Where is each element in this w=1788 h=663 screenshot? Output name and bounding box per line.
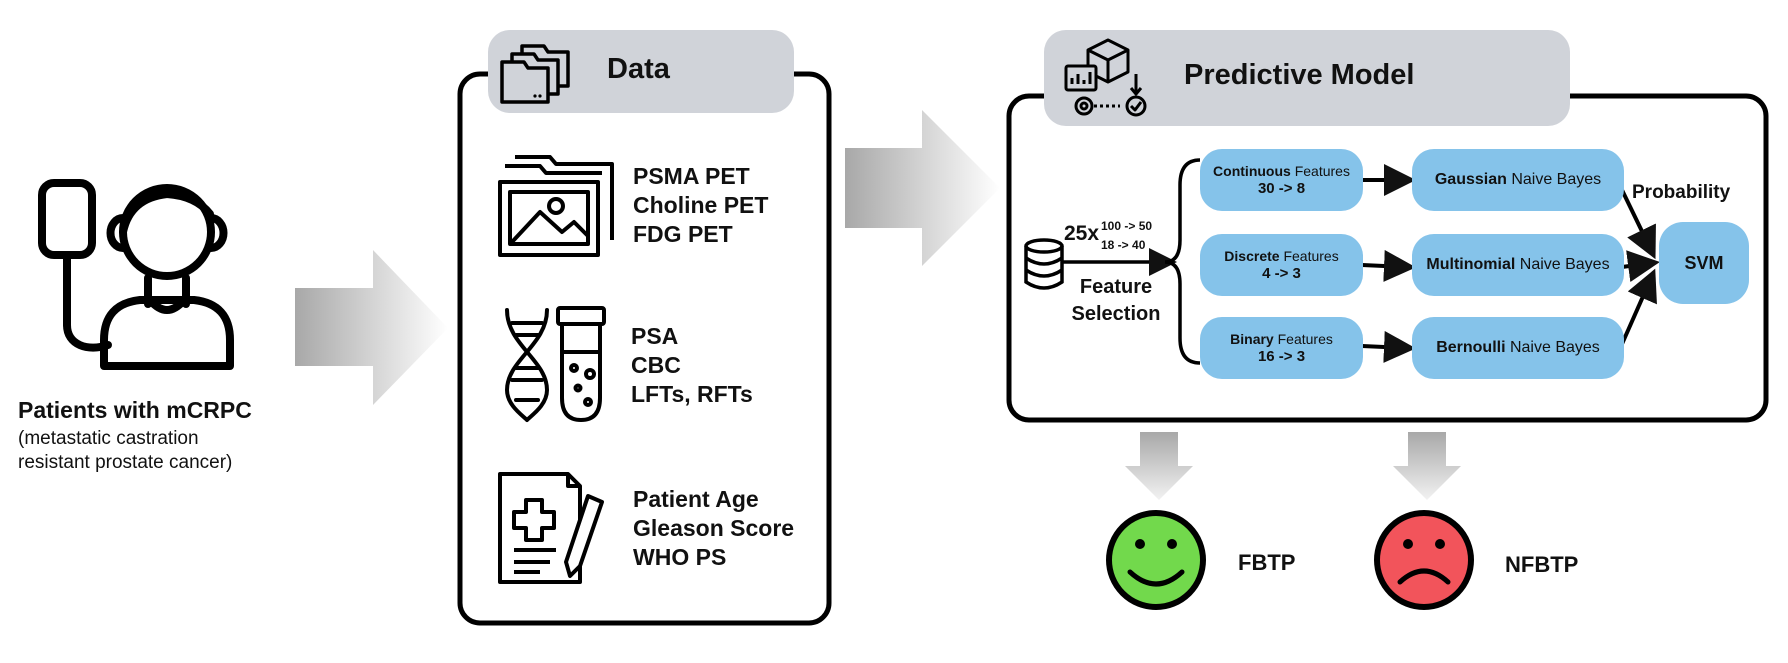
ratio-label-1: 100 -> 50	[1101, 219, 1153, 233]
data-group-clinical: Patient Age Gleason Score WHO PS	[633, 485, 794, 572]
patients-title: Patients with mCRPC	[18, 397, 252, 423]
feature-pill-discrete: Discrete Features 4 -> 3	[1200, 234, 1363, 296]
dna-test-tube-icon	[504, 306, 606, 423]
classifier-pill-gaussian: Gaussian Naive Bayes	[1412, 149, 1624, 211]
data-item: PSA	[631, 323, 679, 349]
outcome-label-fbtp: FBTP	[1238, 550, 1296, 575]
data-group-imaging: PSMA PET Choline PET FDG PET	[633, 162, 768, 249]
medical-record-icon	[498, 472, 604, 584]
data-item: Gleason Score	[633, 515, 795, 541]
classifier-pill-multinomial: Multinomial Naive Bayes	[1412, 234, 1624, 296]
ratio-label-2: 18 -> 40	[1101, 238, 1146, 252]
data-item: CBC	[631, 352, 681, 378]
classifier-pill-bernoulli: Bernoulli Naive Bayes	[1412, 317, 1624, 379]
probability-label: Probability	[1632, 182, 1731, 203]
feature-pill-binary: Binary Features 16 -> 3	[1200, 317, 1363, 379]
model-panel-title: Predictive Model	[1184, 59, 1415, 91]
flow-arrow-2	[845, 110, 1000, 266]
patients-subtitle-line1: (metastatic castration	[18, 428, 199, 449]
outcome-label-nfbtp: NFBTP	[1505, 552, 1579, 577]
down-arrow-2	[1393, 432, 1461, 500]
image-folder-icon	[498, 155, 614, 257]
model-panel-border	[1006, 93, 1769, 423]
data-item: WHO PS	[633, 544, 727, 570]
data-item: LFTs, RFTs	[631, 381, 753, 407]
down-arrow-1	[1125, 432, 1193, 500]
data-item: Choline PET	[633, 192, 769, 218]
data-item: FDG PET	[633, 221, 733, 247]
repeat-label: 25x	[1064, 222, 1100, 245]
data-group-labs: PSA CBC LFTs, RFTs	[631, 322, 753, 409]
flow-arrow-1	[295, 250, 448, 405]
data-panel-title: Data	[607, 53, 670, 85]
svm-pill: SVM	[1659, 222, 1749, 304]
database-icon	[1024, 238, 1064, 290]
feature-pill-continuous: Continuous Features 30 -> 8	[1200, 149, 1363, 211]
feature-brace	[1164, 158, 1201, 365]
sad-face-icon	[1374, 510, 1474, 610]
patients-subtitle-line2: resistant prostate cancer)	[18, 452, 233, 473]
feature-selection-label: Feature Selection	[1071, 276, 1161, 325]
data-item: Patient Age	[633, 486, 759, 512]
data-item: PSMA PET	[633, 163, 750, 189]
patient-iv-icon	[38, 179, 234, 370]
smiley-face-icon	[1106, 510, 1206, 610]
